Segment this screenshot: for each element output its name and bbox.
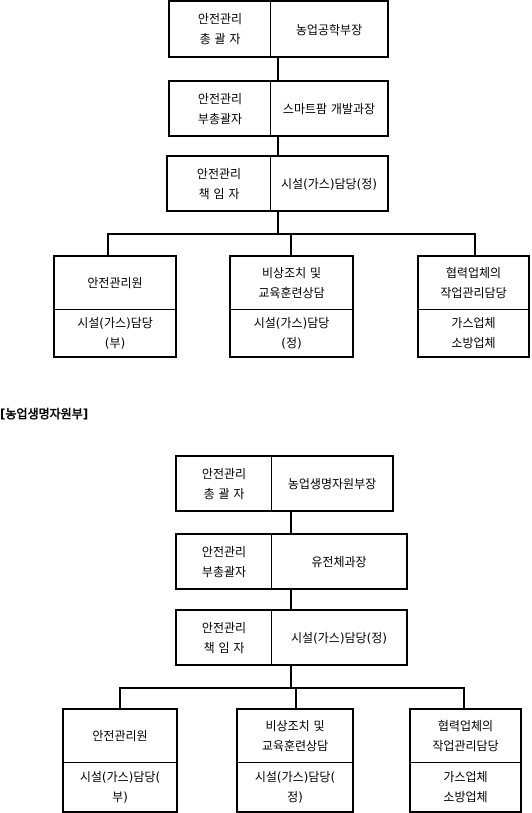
unit-role: 협력업체의 작업관리담당 bbox=[411, 710, 520, 763]
vice-manager-box: 안전관리 부총괄자 스마트팜 개발과장 bbox=[168, 80, 389, 137]
unit-role: 비상조치 및 교육훈련상담 bbox=[231, 257, 352, 310]
dept-text: 스마트팜 개발과장 bbox=[282, 102, 376, 116]
connector bbox=[290, 233, 292, 255]
unit-assignee: 가스업체 소방업체 bbox=[411, 763, 520, 811]
role-line2: 총 괄 자 bbox=[199, 32, 241, 46]
unit-assignee: 시설(가스)담당 (부) bbox=[55, 310, 175, 356]
connector bbox=[474, 233, 476, 255]
unit-role: 안전관리원 bbox=[64, 710, 176, 763]
unit-role-line2: 교육훈련상담 bbox=[261, 739, 329, 753]
unit-assignee: 시설(가스)담당( 정) bbox=[238, 763, 352, 811]
connector bbox=[295, 687, 297, 708]
unit-box-contractor: 협력업체의 작업관리담당 가스업체 소방업체 bbox=[409, 708, 522, 813]
role-line1: 안전관리 bbox=[201, 466, 247, 481]
connector bbox=[119, 687, 121, 708]
unit-role: 안전관리원 bbox=[55, 257, 175, 310]
dept-label: 스마트팜 개발과장 bbox=[271, 82, 387, 135]
role-line2: 부총괄자 bbox=[201, 564, 247, 579]
branch-line bbox=[119, 687, 465, 689]
connector bbox=[463, 687, 465, 708]
unit-role-line1: 협력업체의 bbox=[445, 266, 502, 280]
unit-role-line1: 안전관리원 bbox=[92, 729, 148, 743]
role-line1: 안전관리 bbox=[196, 166, 242, 181]
dept-label: 농업생명자원부장 bbox=[272, 457, 392, 510]
unit-box-emergency: 비상조치 및 교육훈련상담 시설(가스)담당 (정) bbox=[229, 255, 354, 358]
unit-assignee-line2: (부) bbox=[104, 336, 126, 350]
role-label: 안전관리 부총괄자 bbox=[177, 535, 272, 588]
dept-label: 유전체과장 bbox=[272, 535, 406, 588]
role-label: 안전관리 총 괄 자 bbox=[170, 2, 271, 56]
vice-manager-box: 안전관리 부총괄자 유전체과장 bbox=[175, 533, 408, 590]
unit-assignee-line1: 가스업체 bbox=[443, 770, 488, 784]
unit-assignee: 시설(가스)담당( 부) bbox=[64, 763, 176, 811]
unit-box-safety-officer: 안전관리원 시설(가스)담당 (부) bbox=[53, 255, 177, 358]
connector bbox=[290, 666, 292, 688]
responsible-manager-box: 안전관리 책 임 자 시설(가스)담당(정) bbox=[175, 609, 408, 666]
unit-assignee-line2: (정) bbox=[281, 336, 302, 350]
unit-role-line1: 협력업체의 bbox=[437, 719, 494, 733]
unit-assignee-line2: 소방업체 bbox=[443, 790, 488, 804]
role-line1: 안전관리 bbox=[201, 620, 247, 635]
dept-text: 시설(가스)담당(정) bbox=[290, 631, 387, 645]
role-line2: 부총괄자 bbox=[197, 111, 243, 126]
connector bbox=[107, 233, 109, 255]
role-line1: 안전관리 bbox=[197, 12, 243, 26]
role-label: 안전관리 책 임 자 bbox=[177, 611, 272, 664]
role-label: 안전관리 부총괄자 bbox=[170, 82, 271, 135]
dept-label: 시설(가스)담당(정) bbox=[272, 611, 406, 664]
connector bbox=[290, 590, 292, 609]
connector bbox=[277, 212, 279, 234]
unit-assignee-line2: 소방업체 bbox=[451, 336, 496, 350]
dept-label: 시설(가스)담당(정) bbox=[271, 157, 387, 210]
unit-assignee-line2: 부) bbox=[112, 790, 128, 804]
unit-assignee-line1: 시설(가스)담당 bbox=[77, 316, 153, 330]
role-line2: 총 괄 자 bbox=[203, 486, 245, 501]
role-label: 안전관리 책 임 자 bbox=[168, 157, 271, 210]
unit-box-safety-officer: 안전관리원 시설(가스)담당( 부) bbox=[62, 708, 178, 813]
connector bbox=[290, 512, 292, 533]
overall-manager-box: 안전관리 총 괄 자 농업공학부장 bbox=[168, 0, 389, 58]
responsible-manager-box: 안전관리 책 임 자 시설(가스)담당(정) bbox=[166, 155, 389, 212]
role-line1: 안전관리 bbox=[197, 91, 243, 106]
unit-assignee-line1: 가스업체 bbox=[451, 316, 496, 330]
dept-text: 시설(가스)담당(정) bbox=[280, 177, 377, 191]
dept-text: 농업공학부장 bbox=[295, 22, 363, 37]
role-line1: 안전관리 bbox=[201, 544, 247, 559]
unit-role-line2: 교육훈련상담 bbox=[258, 286, 325, 300]
unit-role-line1: 비상조치 및 bbox=[261, 266, 321, 280]
unit-box-emergency: 비상조치 및 교육훈련상담 시설(가스)담당( 정) bbox=[236, 708, 354, 813]
dept-text: 유전체과장 bbox=[311, 555, 367, 569]
unit-assignee: 시설(가스)담당 (정) bbox=[231, 310, 352, 356]
connector bbox=[277, 137, 279, 155]
unit-role-line1: 안전관리원 bbox=[87, 276, 143, 290]
unit-assignee-line2: 정) bbox=[287, 790, 303, 804]
unit-assignee-line1: 시설(가스)담당 bbox=[253, 316, 330, 330]
unit-box-contractor: 협력업체의 작업관리담당 가스업체 소방업체 bbox=[417, 255, 530, 358]
overall-manager-box: 안전관리 총 괄 자 농업생명자원부장 bbox=[175, 455, 394, 512]
unit-assignee: 가스업체 소방업체 bbox=[419, 310, 528, 356]
section-title: [농업생명자원부] bbox=[0, 407, 89, 421]
unit-role-line1: 비상조치 및 bbox=[265, 719, 325, 733]
connector bbox=[277, 58, 279, 80]
unit-role-line2: 작업관리담당 bbox=[432, 739, 499, 753]
role-label: 안전관리 총 괄 자 bbox=[177, 457, 272, 510]
unit-assignee-line1: 시설(가스)담당( bbox=[79, 770, 161, 784]
unit-role: 비상조치 및 교육훈련상담 bbox=[238, 710, 352, 763]
unit-assignee-line1: 시설(가스)담당( bbox=[254, 770, 336, 784]
unit-role: 협력업체의 작업관리담당 bbox=[419, 257, 528, 310]
role-line2: 책 임 자 bbox=[203, 640, 245, 655]
dept-label: 농업공학부장 bbox=[271, 2, 387, 56]
unit-role-line2: 작업관리담당 bbox=[440, 286, 507, 300]
role-line2: 책 임 자 bbox=[198, 186, 240, 201]
dept-text: 농업생명자원부장 bbox=[287, 477, 377, 491]
